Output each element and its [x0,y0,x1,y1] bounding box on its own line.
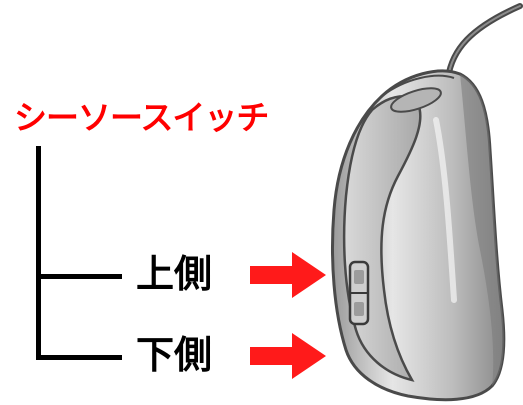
label-lower-side: 下側 [136,333,213,377]
arrow-lower-icon [250,333,326,379]
hearing-aid-icon [331,3,523,402]
bracket-vertical-line [36,146,41,360]
label-upper-side: 上側 [136,252,213,296]
bracket-upper-branch [36,274,122,279]
arrow-upper-icon [250,252,326,298]
bracket-lower-branch [36,355,122,360]
diagram-title: シーソースイッチ [14,98,269,137]
